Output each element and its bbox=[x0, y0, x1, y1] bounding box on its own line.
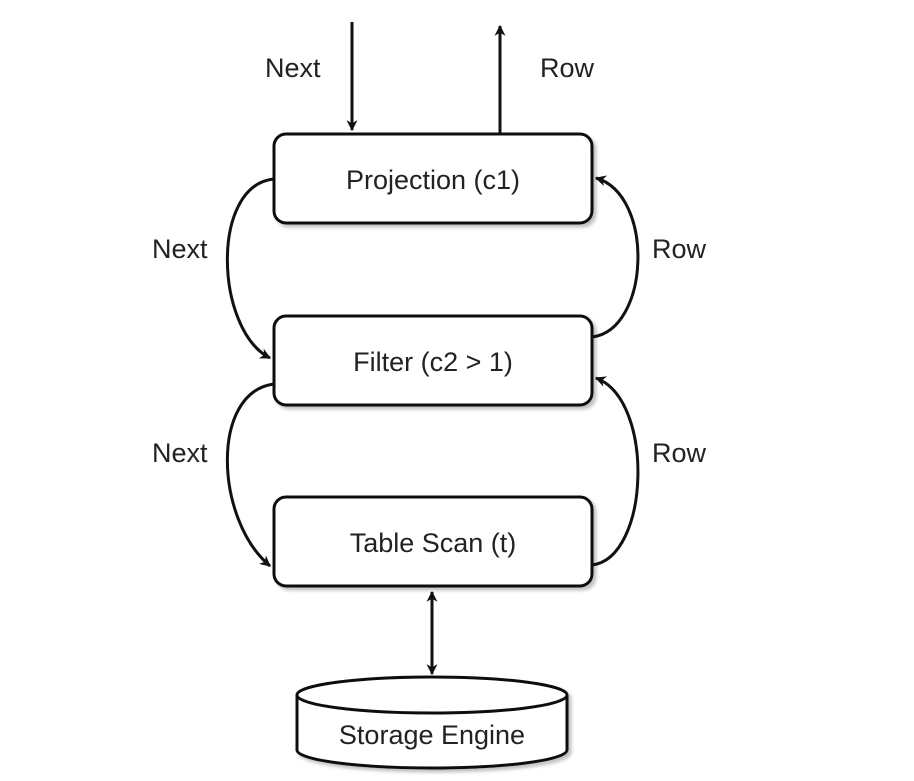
filter-to-scan-next-arrow bbox=[226, 382, 275, 568]
scan-to-filter-row-label: Row bbox=[652, 438, 707, 468]
filter-to-scan-next-label: Next bbox=[152, 438, 208, 468]
filter-node: Filter (c2 > 1) bbox=[272, 314, 594, 407]
filter-label: Filter (c2 > 1) bbox=[353, 347, 513, 377]
proj-to-filter-next-arrow bbox=[226, 177, 275, 360]
proj-to-filter-next-label: Next bbox=[152, 234, 208, 264]
top-row-label: Row bbox=[540, 53, 595, 83]
projection-node: Projection (c1) bbox=[272, 132, 594, 225]
table-scan-node: Table Scan (t) bbox=[272, 495, 594, 588]
projection-label: Projection (c1) bbox=[346, 165, 520, 195]
table-scan-label: Table Scan (t) bbox=[350, 528, 517, 558]
scan-to-filter-row-arrow bbox=[591, 376, 640, 567]
top-next-label: Next bbox=[265, 53, 321, 83]
filter-to-proj-row-label: Row bbox=[652, 234, 707, 264]
storage-engine-node bbox=[295, 675, 569, 770]
storage-engine-label: Storage Engine bbox=[339, 720, 525, 750]
filter-to-proj-row-arrow bbox=[591, 175, 640, 339]
